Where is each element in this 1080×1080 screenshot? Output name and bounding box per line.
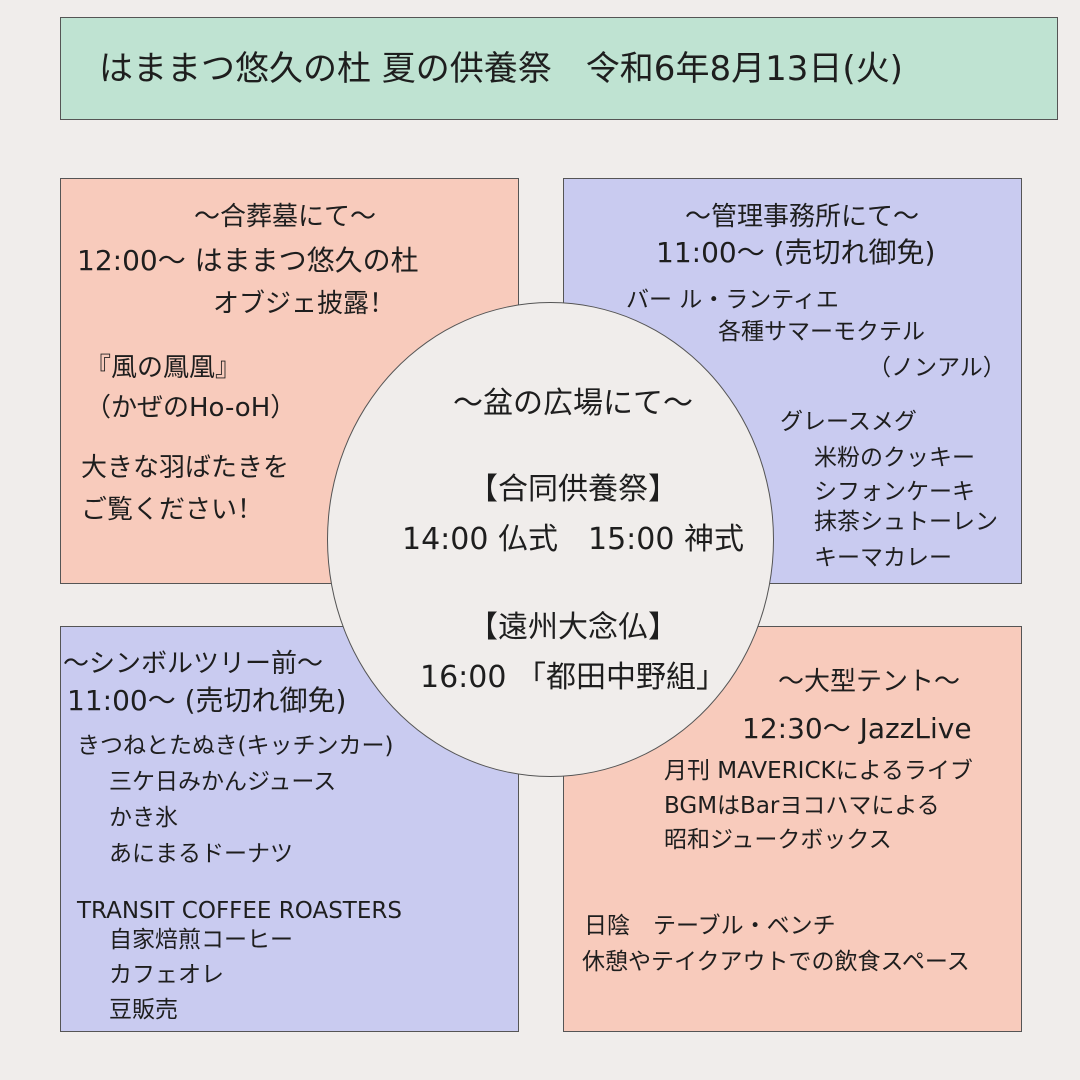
title-banner: はままつ悠久の杜 夏の供養祭 令和6年8月13日(火) [60, 17, 1058, 120]
menu-item: カフェオレ [109, 962, 224, 988]
center-circle-bon-hiroba: ～盆の広場にて～ 【合同供養祭】 14:00 仏式 15:00 神式 【遠州大念… [327, 302, 774, 777]
object-reading: （かぜのHo-oH） [85, 393, 297, 423]
info-line: BGMはBarヨコハマによる [664, 793, 940, 819]
info-line: 月刊 MAVERICKによるライブ [664, 758, 973, 784]
description-line: ご覧ください！ [81, 495, 264, 525]
menu-item: 自家焙煎コーヒー [109, 927, 293, 953]
vendor-name: きつねとたぬき(キッチンカー) [77, 733, 394, 759]
menu-item: 米粉のクッキー [814, 445, 975, 471]
time-line: 11:00～ (売切れ御免) [67, 684, 347, 717]
time-line: 12:30～ JazzLive [742, 712, 972, 745]
vendor-name: バー ル・ランティエ [626, 287, 839, 313]
vendor-name: グレースメグ [780, 409, 917, 435]
object-name: 『風の鳳凰』 [85, 353, 242, 383]
description-line: 大きな羽ばたきを [81, 453, 290, 483]
menu-item: 抹茶シュトーレン [814, 509, 998, 535]
info-line: 日陰 テーブル・ベンチ [584, 913, 836, 939]
menu-item: かき氷 [109, 805, 178, 831]
event-times: 14:00 仏式 15:00 神式 [402, 522, 744, 557]
panel-heading: ～シンボルツリー前～ [63, 649, 324, 679]
event-line: オブジェ披露！ [213, 289, 396, 319]
menu-item: 各種サマーモクテル [718, 319, 925, 345]
time-line: 12:00～ はままつ悠久の杜 [77, 244, 419, 277]
info-line: 休憩やテイクアウトでの飲食スペース [582, 949, 970, 975]
menu-item: あにまるドーナツ [109, 841, 293, 867]
page-title: はままつ悠久の杜 夏の供養祭 令和6年8月13日(火) [99, 49, 903, 89]
menu-item: キーマカレー [814, 545, 952, 571]
panel-heading: ～大型テント～ [778, 667, 961, 697]
time-line: 11:00～ (売切れ御免) [656, 236, 936, 269]
info-line: 昭和ジュークボックス [664, 827, 892, 853]
menu-note: （ノンアル） [868, 355, 1006, 381]
event-time: 16:00 「都田中野組」 [420, 660, 726, 695]
menu-item: 三ケ日みかんジュース [109, 769, 337, 795]
circle-heading: ～盆の広場にて～ [453, 386, 693, 421]
menu-item: シフォンケーキ [814, 479, 975, 505]
panel-heading: ～管理事務所にて～ [684, 202, 920, 232]
event-title: 【遠州大念仏】 [468, 610, 678, 645]
event-title: 【合同供養祭】 [468, 472, 678, 507]
panel-heading: ～合葬墓にて～ [193, 202, 377, 232]
vendor-name: TRANSIT COFFEE ROASTERS [77, 898, 402, 924]
menu-item: 豆販売 [109, 997, 178, 1023]
